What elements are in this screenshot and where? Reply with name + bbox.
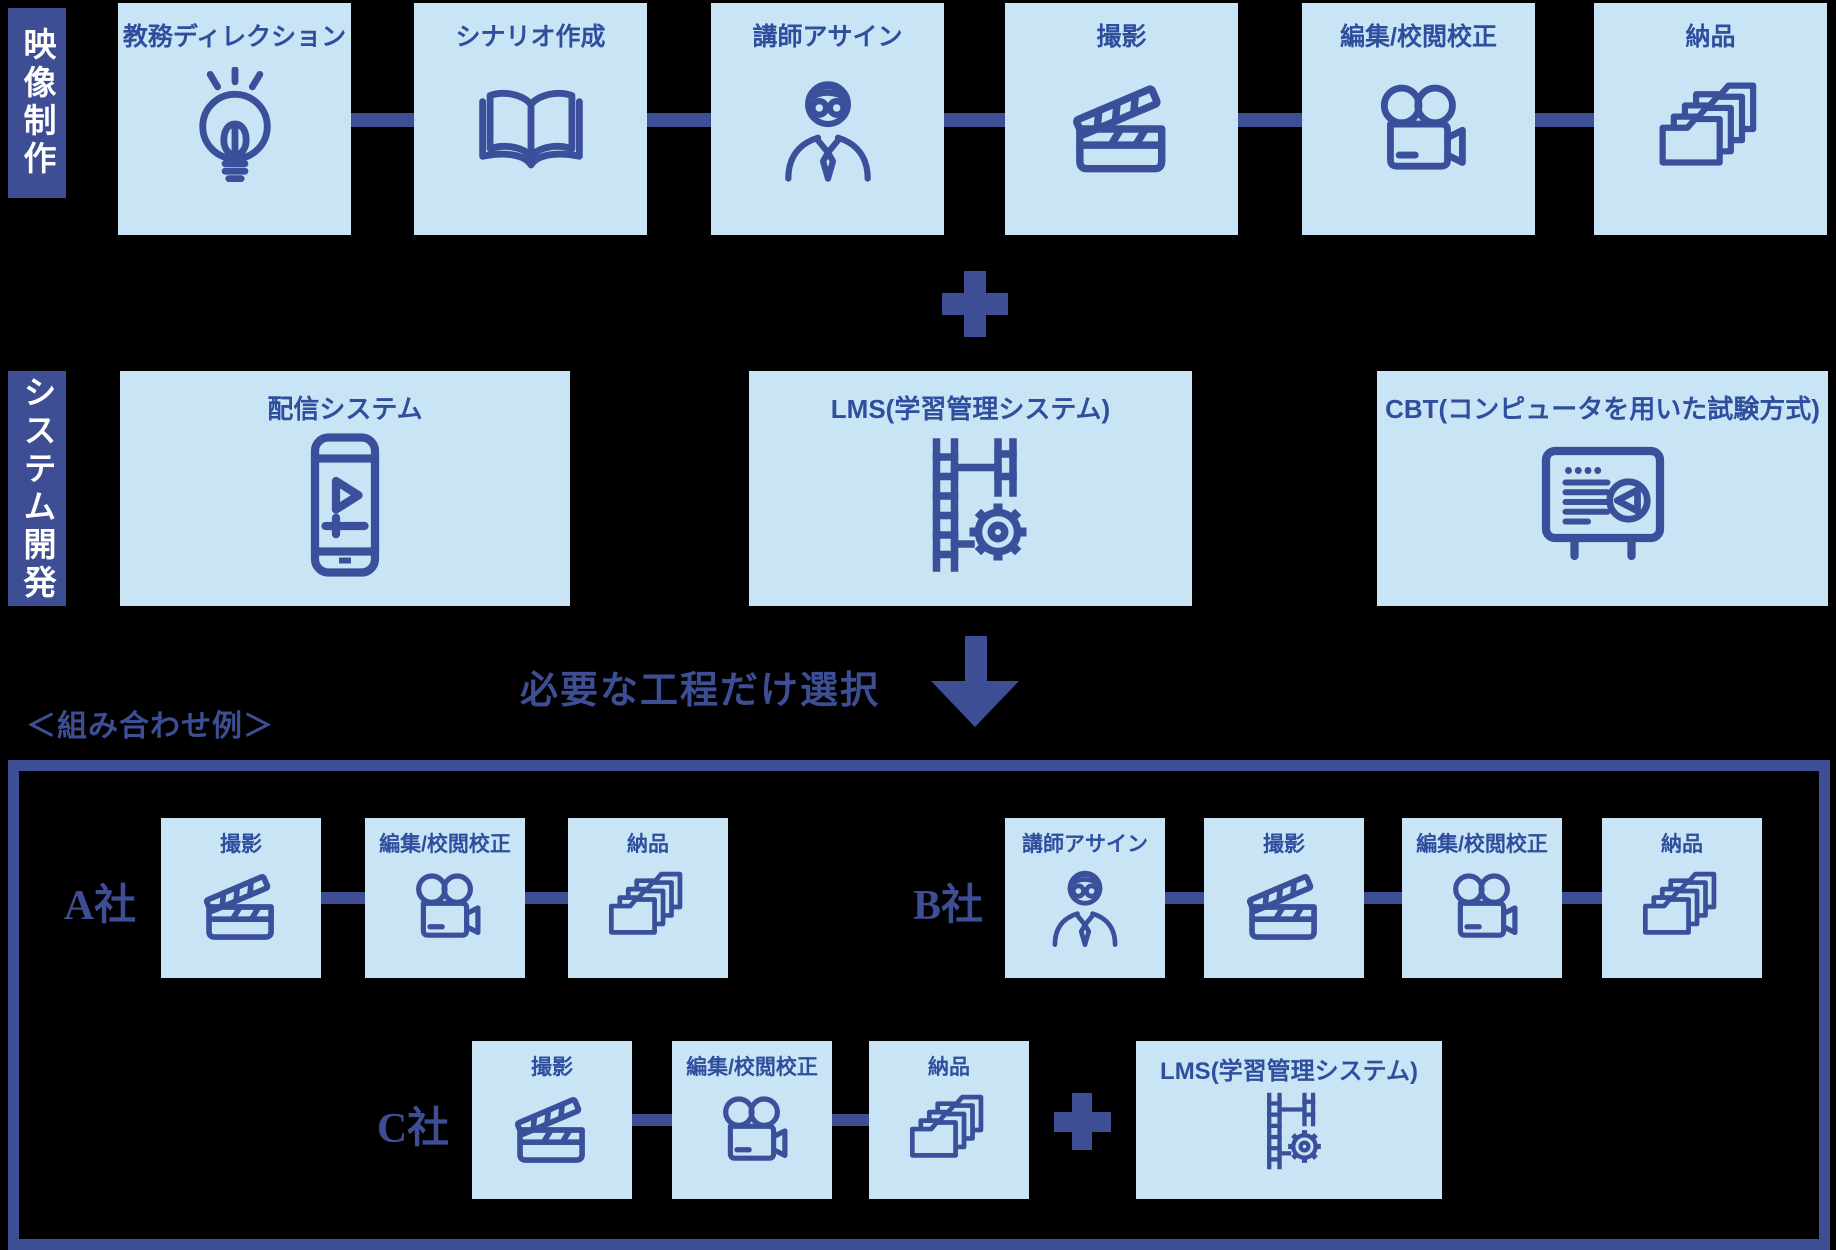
step-box-instructor-assign: 講師アサイン <box>711 3 944 235</box>
clapperboard-icon <box>1237 860 1331 954</box>
example-step-box: 納品 <box>869 1041 1029 1199</box>
exam-board-icon <box>1528 430 1678 580</box>
open-book-icon <box>469 67 593 191</box>
step-title: 撮影 <box>220 833 262 856</box>
smartphone-icon <box>270 430 420 580</box>
step-box-editing: 編集/校閲校正 <box>1302 3 1535 235</box>
system-box-cbt: CBT(コンピュータを用いた試験方式) <box>1377 371 1828 606</box>
company-label-b: B社 <box>912 883 983 929</box>
connector-line <box>1562 892 1602 904</box>
clapperboard-icon <box>1060 67 1184 191</box>
connector-line <box>1535 113 1594 127</box>
clapperboard-icon <box>505 1083 599 1177</box>
video-production-row-label: 映像制作 <box>8 8 66 198</box>
video-camera-icon <box>398 860 492 954</box>
folders-icon <box>1649 67 1773 191</box>
step-title: 納品 <box>1661 833 1703 856</box>
system-box-delivery-system: 配信システム <box>120 371 570 606</box>
example-step-box: 撮影 <box>1204 818 1364 978</box>
step-title: 撮影 <box>1263 833 1305 856</box>
step-box-shooting: 撮影 <box>1005 3 1238 235</box>
step-title: 撮影 <box>1096 23 1147 51</box>
step-title: LMS(学習管理システム) <box>1160 1058 1418 1085</box>
film-gear-icon <box>896 430 1046 580</box>
company-label-c: C社 <box>376 1106 450 1152</box>
step-title: 納品 <box>627 833 669 856</box>
selection-note: 必要な工程だけ選択 <box>519 670 880 712</box>
connector-line <box>632 1114 672 1126</box>
system-title: 配信システム <box>267 394 423 424</box>
company-label-a: A社 <box>63 883 137 929</box>
step-box-delivery: 納品 <box>1594 3 1827 235</box>
step-box-scenario: シナリオ作成 <box>414 3 647 235</box>
example-step-box: 撮影 <box>161 818 321 978</box>
idea-lightbulb-icon <box>173 67 297 191</box>
examples-frame <box>8 760 1830 1250</box>
step-title: 教務ディレクション <box>122 23 347 51</box>
connector-line <box>351 113 414 127</box>
step-title: 納品 <box>928 1056 970 1079</box>
video-camera-icon <box>1357 67 1481 191</box>
connector-line <box>944 113 1005 127</box>
folders-icon <box>902 1083 996 1177</box>
step-title: 編集/校閲校正 <box>1416 833 1548 856</box>
system-title: CBT(コンピュータを用いた試験方式) <box>1385 394 1820 424</box>
example-step-box: 編集/校閲校正 <box>672 1041 832 1199</box>
step-title: 納品 <box>1685 23 1736 51</box>
example-step-box: 納品 <box>568 818 728 978</box>
instructor-icon <box>1038 860 1132 954</box>
example-lms-box: LMS(学習管理システム) <box>1136 1041 1442 1199</box>
connector-line <box>525 892 568 904</box>
system-title: LMS(学習管理システム) <box>830 394 1111 424</box>
connector-line <box>1364 892 1402 904</box>
connector-line <box>1238 113 1302 127</box>
example-step-box: 納品 <box>1602 818 1762 978</box>
system-box-lms: LMS(学習管理システム) <box>749 371 1192 606</box>
step-title: 撮影 <box>531 1056 573 1079</box>
example-step-box: 撮影 <box>472 1041 632 1199</box>
connector-line <box>321 892 365 904</box>
step-box-kyoumu-direction: 教務ディレクション <box>118 3 351 235</box>
examples-heading: ＜組み合わせ例＞ <box>26 710 274 743</box>
video-camera-icon <box>1435 860 1529 954</box>
connector-line <box>647 113 711 127</box>
example-step-box: 編集/校閲校正 <box>365 818 525 978</box>
step-title: 編集/校閲校正 <box>379 833 511 856</box>
folders-icon <box>1635 860 1729 954</box>
step-title: 講師アサイン <box>1022 833 1148 856</box>
example-step-box: 講師アサイン <box>1005 818 1165 978</box>
film-gear-icon <box>1246 1088 1332 1174</box>
video-camera-icon <box>705 1083 799 1177</box>
example-step-box: 編集/校閲校正 <box>1402 818 1562 978</box>
connector-line <box>1165 892 1204 904</box>
folders-icon <box>601 860 695 954</box>
system-development-row-label: システム開発 <box>8 371 66 606</box>
step-title: 編集/校閲校正 <box>686 1056 818 1079</box>
clapperboard-icon <box>194 860 288 954</box>
connector-line <box>832 1114 869 1126</box>
step-title: 編集/校閲校正 <box>1340 23 1497 51</box>
step-title: 講師アサイン <box>752 23 903 51</box>
step-title: シナリオ作成 <box>455 23 606 51</box>
instructor-icon <box>766 67 890 191</box>
